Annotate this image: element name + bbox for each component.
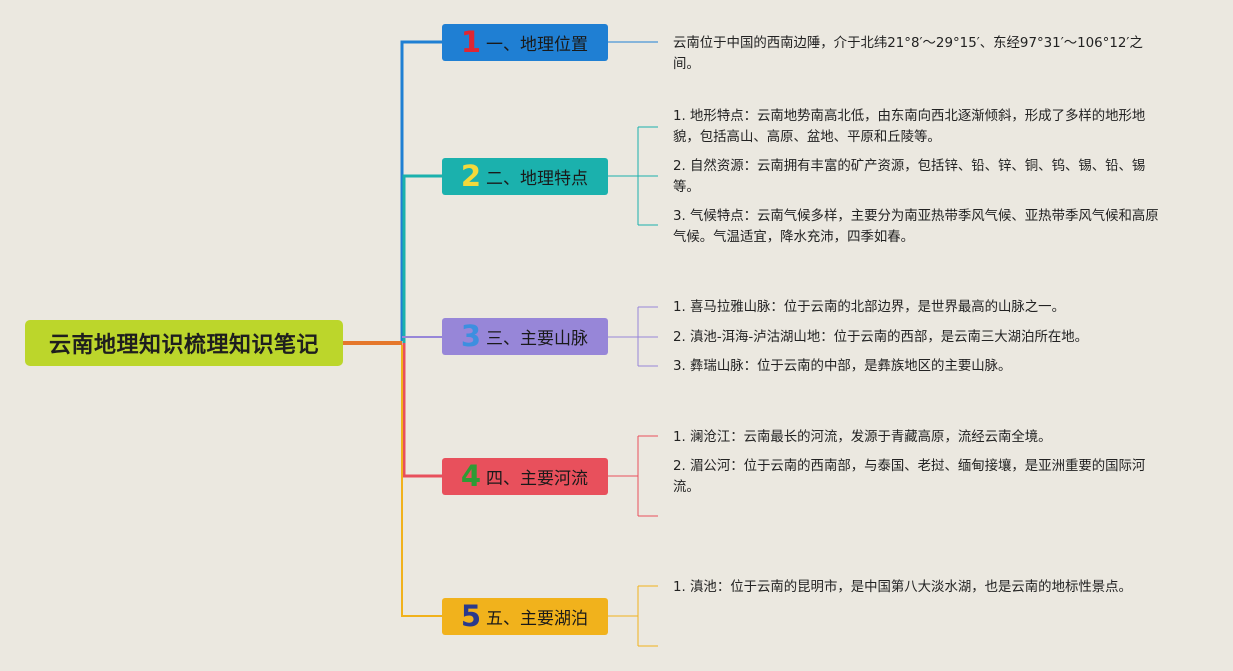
branch-node-mountains[interactable]: 3 三、主要山脉 — [442, 318, 608, 355]
branch-label-5: 五、主要湖泊 — [486, 609, 588, 629]
root-node[interactable]: 云南地理知识梳理知识笔记 — [25, 320, 343, 366]
branch-label-4: 四、主要河流 — [486, 469, 588, 489]
leaf-mountains-2[interactable]: 2. 滇池-洱海-泸沽湖山地：位于云南的西部，是云南三大湖泊所在地。 — [673, 330, 1089, 345]
branch-label-2: 二、地理特点 — [486, 169, 588, 189]
trunk-4 — [402, 343, 442, 478]
leaf-connectors-2 — [608, 126, 658, 226]
leaf-location-1[interactable]: 云南位于中国的西南边陲，介于北纬21°8′～29°15′、东经97°31′～10… — [673, 36, 1143, 72]
branch-number-3: 3 — [460, 319, 482, 353]
branch-node-lakes[interactable]: 5 五、主要湖泊 — [442, 598, 608, 635]
leaf-connectors-3 — [608, 306, 658, 367]
leaf-rivers-1[interactable]: 1. 澜沧江：云南最长的河流，发源于青藏高原，流经云南全境。 — [673, 430, 1052, 445]
leaf-lakes-1[interactable]: 1. 滇池：位于云南的昆明市，是中国第八大淡水湖，也是云南的地标性景点。 — [673, 580, 1132, 595]
leaf-features-1[interactable]: 1. 地形特点：云南地势南高北低，由东南向西北逐渐倾斜，形成了多样的地形地貌，包… — [673, 109, 1146, 145]
trunk-5 — [401, 345, 442, 617]
branch-node-rivers[interactable]: 4 四、主要河流 — [442, 458, 608, 495]
branch-label-3: 三、主要山脉 — [486, 329, 588, 349]
leaf-connectors-4 — [608, 435, 658, 517]
trunk-1 — [400, 40, 442, 341]
leaf-mountains-3[interactable]: 3. 彝瑞山脉：位于云南的中部，是彝族地区的主要山脉。 — [673, 359, 1012, 374]
leaf-features-3[interactable]: 3. 气候特点：云南气候多样，主要分为南亚热带季风气候、亚热带季风气候和高原气候… — [673, 209, 1159, 245]
branch-node-features[interactable]: 2 二、地理特点 — [442, 158, 608, 195]
branch-number-4: 4 — [460, 459, 482, 493]
trunk-2 — [402, 174, 442, 343]
root-title: 云南地理知识梳理知识笔记 — [48, 333, 319, 358]
leaf-connectors-5 — [608, 585, 658, 647]
branch-number-2: 2 — [460, 159, 482, 193]
branch-number-5: 5 — [460, 599, 482, 633]
leaf-mountains-1[interactable]: 1. 喜马拉雅山脉：位于云南的北部边界，是世界最高的山脉之一。 — [673, 300, 1065, 315]
branch-label-1: 一、地理位置 — [486, 35, 588, 55]
leaf-features-2[interactable]: 2. 自然资源：云南拥有丰富的矿产资源，包括锌、铅、锌、铜、钨、锡、铅、锡等。 — [673, 159, 1146, 195]
branch-node-location[interactable]: 1 一、地理位置 — [442, 24, 608, 61]
leaf-rivers-2[interactable]: 2. 湄公河：位于云南的西南部，与泰国、老挝、缅甸接壤，是亚洲重要的国际河流。 — [673, 459, 1146, 495]
branch-number-1: 1 — [460, 25, 482, 59]
